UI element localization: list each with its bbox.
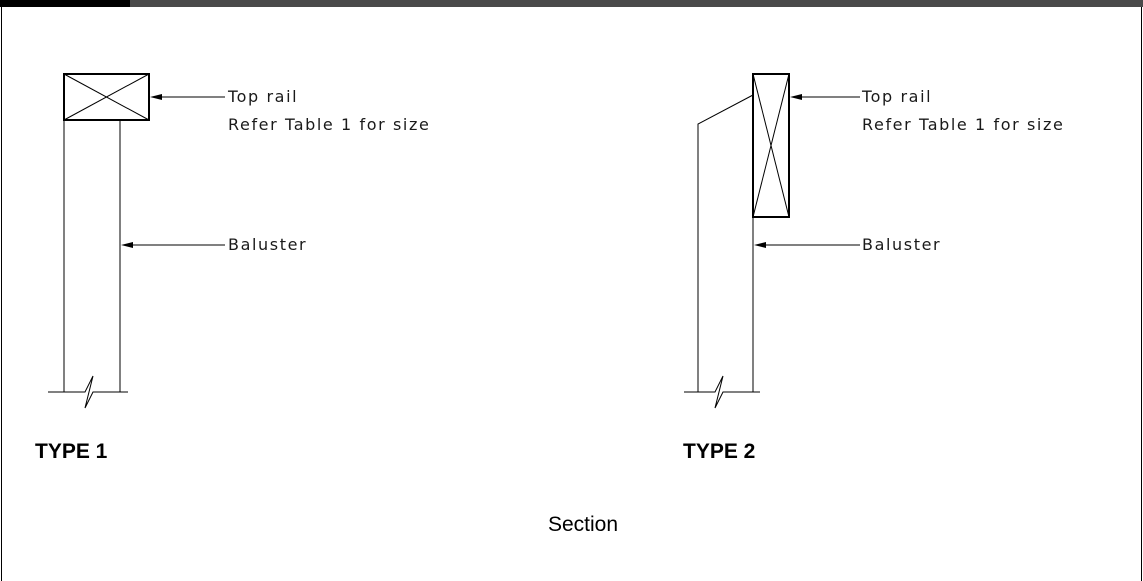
type1-baluster-leader (121, 242, 225, 248)
type1-top-rail-note: Refer Table 1 for size (228, 115, 430, 134)
type1-top-rail (63, 73, 150, 121)
type2-break-line (684, 375, 760, 409)
type2-baluster-leader (754, 242, 860, 248)
type1-baluster-label: Baluster (228, 235, 307, 254)
type2-top-rail (752, 73, 790, 218)
type2-baluster-label: Baluster (862, 235, 941, 254)
type2-detail: Top rail Refer Table 1 for size Baluster… (683, 73, 1064, 463)
type2-title: TYPE 2 (683, 440, 755, 463)
type2-top-rail-leader (790, 94, 860, 100)
type2-top-rail-note: Refer Table 1 for size (862, 115, 1064, 134)
type1-top-rail-leader (150, 94, 225, 100)
drawing-border (1, 7, 1142, 581)
type1-top-rail-label: Top rail (227, 87, 298, 106)
type1-title: TYPE 1 (35, 440, 108, 463)
section-caption: Section (548, 513, 618, 536)
type1-detail: Top rail Refer Table 1 for size Baluster… (35, 73, 430, 463)
type1-break-line (48, 375, 128, 409)
header-bar (0, 0, 1143, 7)
type1-baluster (63, 120, 121, 392)
type2-top-rail-label: Top rail (861, 87, 932, 106)
header-accent (0, 0, 130, 7)
type2-baluster (697, 94, 754, 392)
